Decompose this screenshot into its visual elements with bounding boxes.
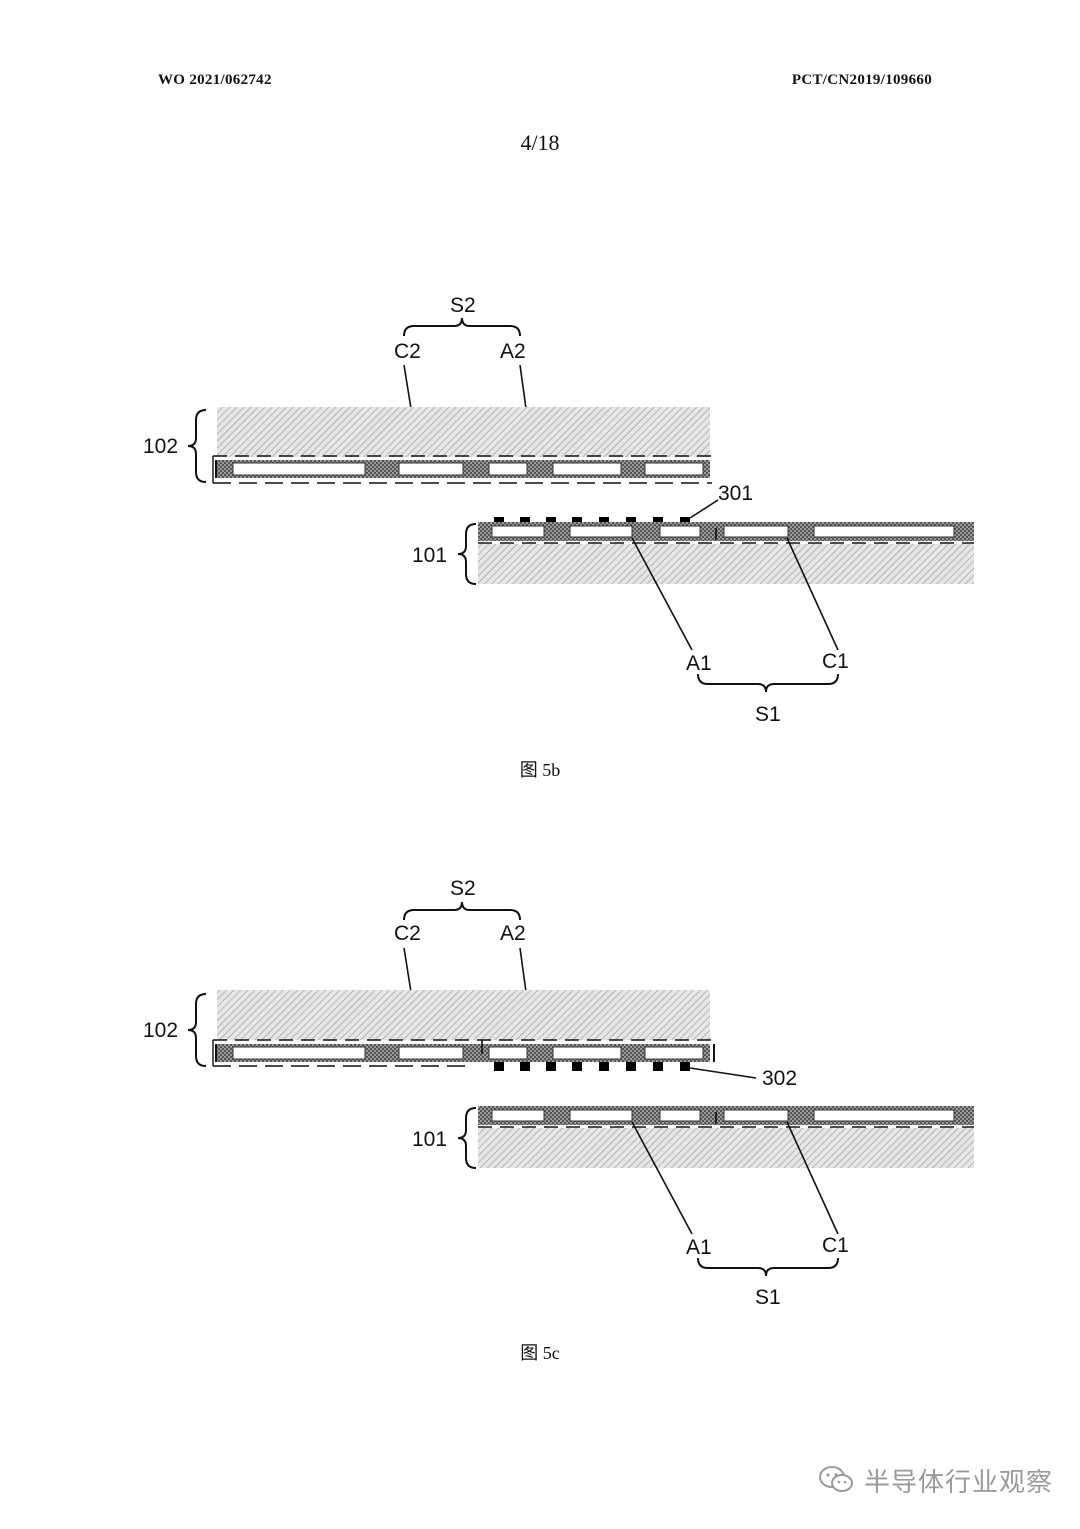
label-a1: A1 (686, 652, 712, 675)
label-s1: S1 (755, 703, 781, 726)
watermark-text: 半导体行业观察 (864, 1467, 1054, 1498)
upper-electrode (488, 462, 528, 476)
lower-electrode (813, 525, 955, 538)
label-a1: A1 (686, 1236, 712, 1259)
lower-electrode (569, 1109, 633, 1122)
lower-substrate-body (478, 544, 974, 584)
lower-brace-101 (457, 1107, 477, 1169)
s2-brace (403, 317, 521, 337)
publication-number: WO 2021/062742 (158, 72, 272, 88)
lower-electrode (491, 1109, 545, 1122)
label-102: 102 (143, 1019, 178, 1042)
upper-substrate-body (217, 407, 710, 457)
leader-c1 (786, 537, 839, 651)
label-s1: S1 (755, 1286, 781, 1309)
upper-electrode (398, 1046, 464, 1060)
lower-electrode (569, 525, 633, 538)
application-number: PCT/CN2019/109660 (791, 72, 932, 88)
label-101: 101 (412, 544, 447, 567)
label-102: 102 (143, 435, 178, 458)
upper-electrode (552, 1046, 622, 1060)
label-302: 302 (762, 1067, 797, 1090)
label-301: 301 (718, 482, 753, 505)
leader-302 (689, 1067, 757, 1079)
label-101: 101 (412, 1128, 447, 1151)
lower-electrode (659, 1109, 701, 1122)
upper-electrode (644, 462, 704, 476)
figure-5b: S2 C2 A2 102 301 (143, 294, 974, 726)
bumps-302 (494, 1062, 690, 1071)
upper-brace-102 (187, 409, 207, 483)
caption-figure-5b: 图 5b (519, 760, 561, 780)
s2-brace (403, 901, 521, 921)
leader-301 (689, 499, 719, 519)
caption-figure-5c: 图 5c (520, 1343, 560, 1363)
leader-a1 (631, 537, 693, 651)
s1-brace (697, 673, 839, 693)
lower-brace-101 (457, 523, 477, 585)
upper-electrode (232, 1046, 366, 1060)
label-a2: A2 (500, 922, 526, 945)
label-c2: C2 (394, 340, 421, 363)
watermark: 半导体行业观察 (818, 1460, 1058, 1500)
leader-c1 (786, 1121, 839, 1235)
leader-a1 (631, 1121, 693, 1235)
lower-electrode (723, 525, 789, 538)
upper-electrode (488, 1046, 528, 1060)
label-c1: C1 (822, 650, 849, 673)
label-s2: S2 (450, 294, 476, 317)
upper-electrode (552, 462, 622, 476)
upper-electrode (644, 1046, 704, 1060)
upper-substrate-body (217, 990, 710, 1040)
upper-electrode (398, 462, 464, 476)
bumps-301 (494, 517, 690, 526)
wechat-icon (819, 1466, 853, 1492)
s1-brace (697, 1257, 839, 1277)
lower-substrate-body (478, 1128, 974, 1168)
sheet-number: 4/18 (520, 130, 560, 155)
label-c1: C1 (822, 1234, 849, 1257)
lower-electrode (723, 1109, 789, 1122)
lower-electrode (659, 525, 701, 538)
lower-electrode (491, 525, 545, 538)
label-a2: A2 (500, 340, 526, 363)
label-c2: C2 (394, 922, 421, 945)
upper-electrode (232, 462, 366, 476)
lower-electrode (813, 1109, 955, 1122)
label-s2: S2 (450, 877, 476, 900)
upper-brace-102 (187, 993, 207, 1067)
figure-5c: S2 C2 A2 102 302 (143, 877, 974, 1309)
